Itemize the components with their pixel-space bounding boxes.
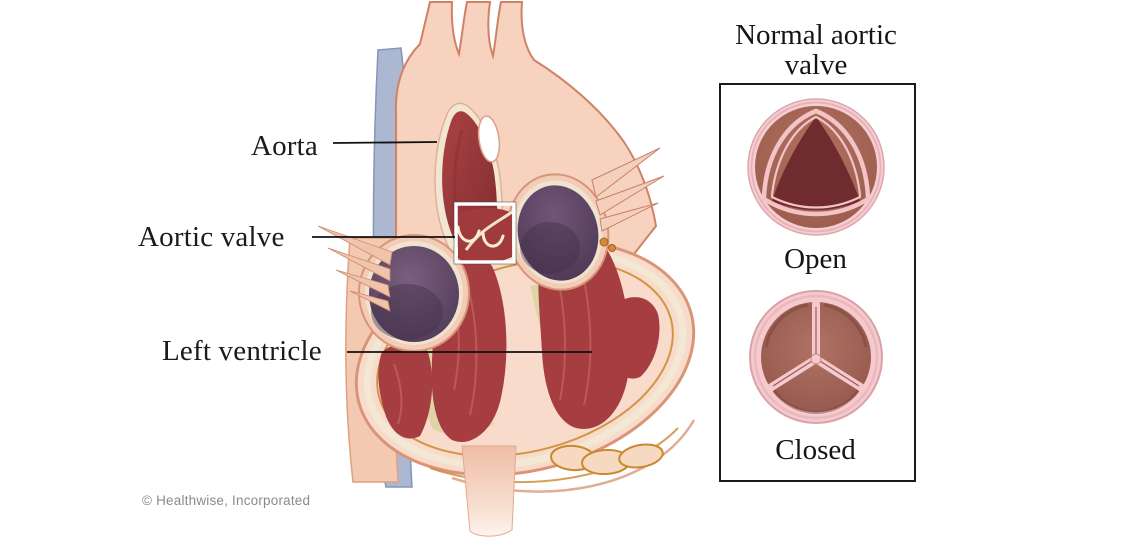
right-atrium	[506, 173, 610, 291]
aorta-label: Aorta	[250, 130, 318, 162]
aorta-leader-line	[332, 141, 438, 144]
gold-scalloped-vessels	[550, 443, 664, 476]
left-ventricle-label: Left ventricle	[162, 335, 322, 367]
valve-open-label: Open	[784, 243, 847, 275]
left-fringe-strands	[317, 225, 393, 312]
valve-closed-label: Closed	[775, 434, 856, 466]
valve-closed-figure	[749, 290, 883, 424]
left-atrium	[358, 234, 470, 352]
right-vessel-strands	[591, 147, 665, 252]
panel-title: Normal aortic valve	[735, 19, 897, 82]
bottom-vessel-tube	[461, 445, 517, 537]
copyright-credit: © Healthwise, Incorporated	[142, 493, 311, 508]
pulmonary-opening	[477, 115, 501, 163]
valve-states-panel	[719, 83, 916, 482]
aortic-valve-label: Aortic valve	[138, 221, 285, 253]
aortic-valve-region	[456, 207, 513, 264]
aortic-valve-box	[453, 201, 517, 265]
valve-open-figure	[747, 98, 885, 236]
